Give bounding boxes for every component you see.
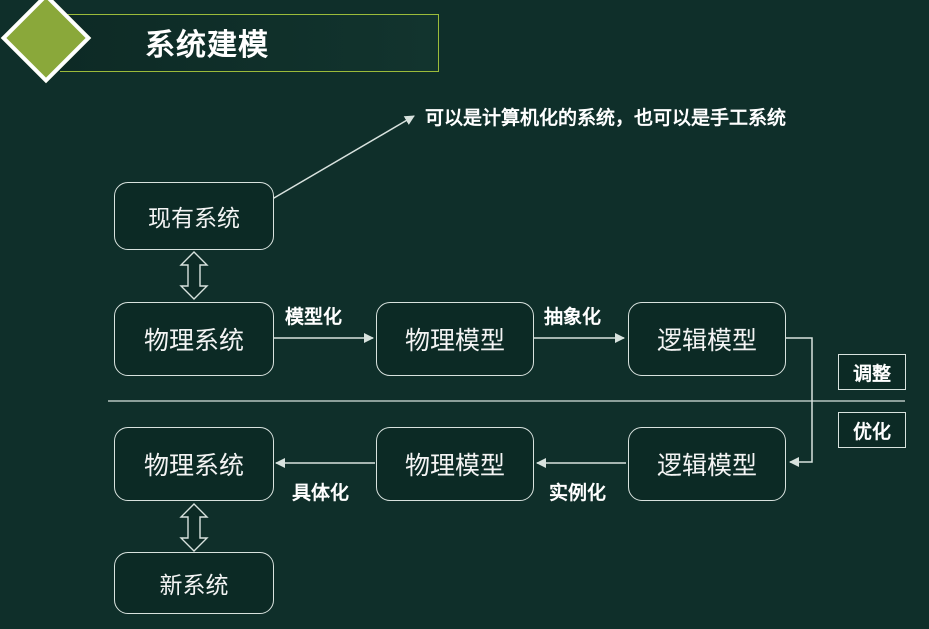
- physical-model-box-bottom: 物理模型: [376, 427, 534, 501]
- logical-model-box-top: 逻辑模型: [628, 302, 786, 376]
- title-bar: [60, 14, 439, 72]
- note-arrow: [261, 115, 415, 206]
- physical-system-box-bottom: 物理系统: [114, 427, 274, 501]
- logical-model-box-bottom: 逻辑模型: [628, 427, 786, 501]
- adjust-optimize-connector: [786, 337, 813, 467]
- page-title: 系统建模: [145, 28, 269, 63]
- instantiation-label: 实例化: [549, 482, 607, 504]
- optimize-label: 优化: [838, 412, 906, 448]
- abstraction-label: 抽象化: [544, 306, 602, 328]
- double-arrow-top: [179, 251, 209, 300]
- existing-system-box: 现有系统: [114, 182, 274, 250]
- new-system-box: 新系统: [114, 552, 274, 614]
- double-arrow-bottom: [179, 503, 209, 552]
- physical-system-box-top: 物理系统: [114, 302, 274, 376]
- adjust-label: 调整: [838, 354, 906, 390]
- modeling-label: 模型化: [285, 306, 343, 328]
- physical-model-box-top: 物理模型: [376, 302, 534, 376]
- concretization-label: 具体化: [292, 482, 350, 504]
- note-text: 可以是计算机化的系统，也可以是手工系统: [425, 107, 787, 129]
